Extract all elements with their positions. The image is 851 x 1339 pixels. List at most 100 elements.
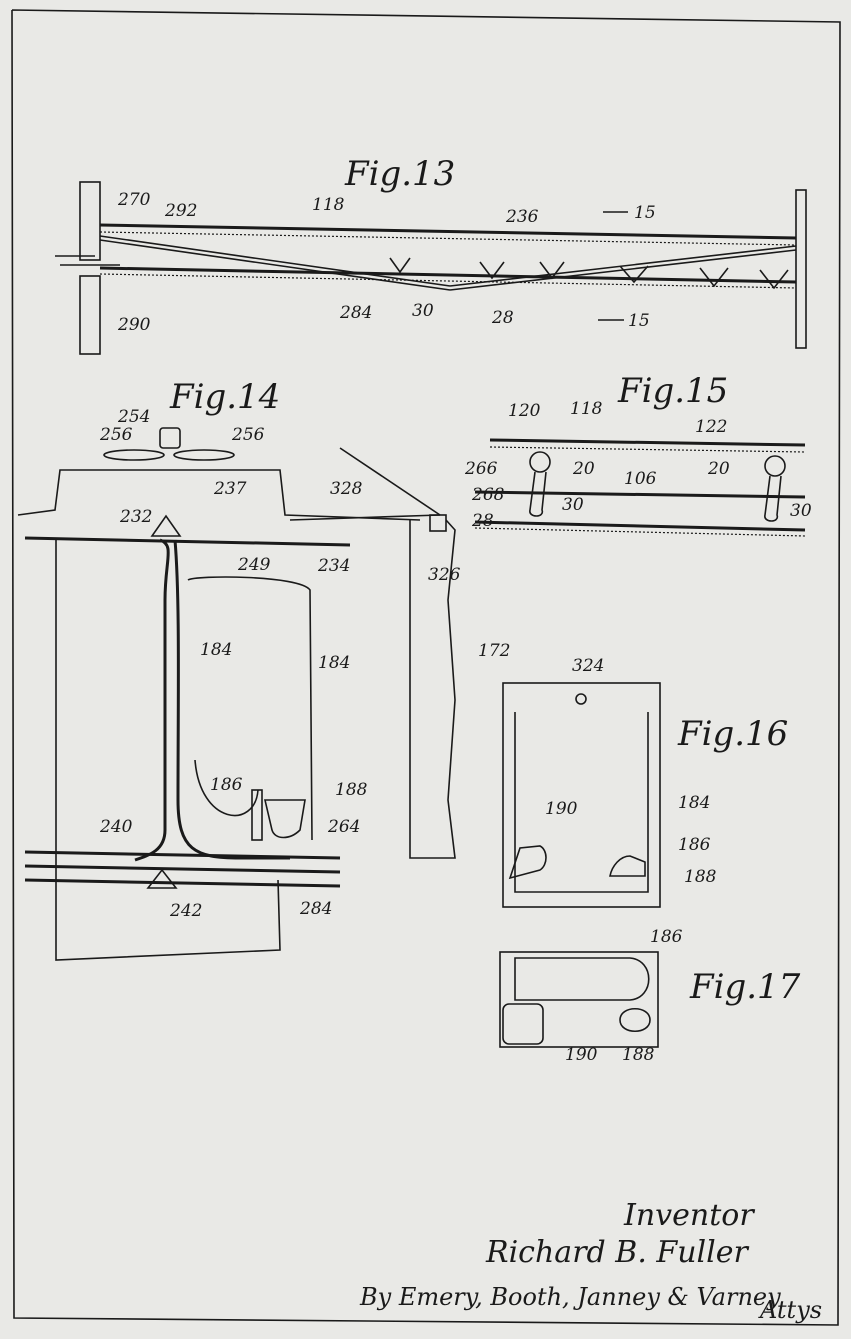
basin-190 [508, 845, 547, 880]
outlet-232 [150, 514, 182, 537]
fig13-label: 236 [505, 207, 539, 227]
fig14-strut [339, 447, 441, 516]
fig14-label: 188 [335, 780, 368, 800]
fig13-label: 292 [164, 201, 197, 221]
fig15-label: 266 [464, 459, 498, 479]
hinge-right [764, 455, 786, 477]
fig13-bottom-panel [99, 266, 797, 284]
fig17-title: Fig.17 [689, 967, 801, 1007]
fig17-label: 186 [650, 927, 683, 947]
fig14-label: 186 [210, 775, 243, 795]
fig13-label: 284 [339, 303, 372, 323]
tub-curve [194, 759, 259, 817]
fig15-top-panel [489, 438, 806, 447]
fig14-label: 172 [478, 641, 510, 661]
fig15-mid-panel [474, 490, 806, 499]
wall-184 [187, 576, 313, 841]
fig15-label: 20 [572, 459, 595, 479]
fig14-title: Fig.14 [169, 377, 280, 417]
fig14-drawing: Fig.14 254 256 256 237 232 249 234 328 3… [17, 377, 510, 961]
fig15-label: 118 [570, 399, 603, 419]
fig14-label: 237 [213, 479, 247, 499]
inventor-heading: Inventor [623, 1198, 755, 1233]
fig16-label: 184 [678, 793, 710, 813]
fig14-label: 234 [317, 556, 350, 576]
fig17-panel [499, 951, 659, 1048]
fig16-label: 190 [545, 799, 578, 819]
fig17-label: 188 [622, 1045, 655, 1065]
fig15-label: 122 [695, 417, 727, 437]
fig15-label: 268 [471, 485, 505, 505]
fig13-right-wall [795, 189, 807, 349]
inventor-block: Inventor Richard B. Fuller By Emery, Boo… [359, 1198, 822, 1324]
fig16-label: 188 [684, 867, 717, 887]
fig13-left-wall-upper [79, 181, 101, 261]
bracket-326 [429, 514, 447, 532]
sheet-border [11, 9, 841, 1326]
fig13-label: 30 [412, 301, 434, 321]
fig13-label: 15 [634, 203, 656, 223]
fig13-title: Fig.13 [344, 154, 455, 194]
fig14-label: 256 [231, 425, 265, 445]
fig15-drawing: Fig.15 120 118 122 266 20 106 20 268 30 … [464, 371, 812, 537]
floor-plate-lower [24, 878, 341, 888]
fig13-label: 28 [491, 308, 514, 328]
hinge-left [529, 451, 551, 473]
hole-324 [575, 693, 587, 705]
fig13-label: 15 [628, 311, 650, 331]
inventor-name: Richard B. Fuller [485, 1235, 749, 1270]
fig14-label: 326 [428, 565, 461, 585]
fig15-label: 106 [624, 469, 657, 489]
fig14-label: 240 [99, 817, 133, 837]
fig14-label: 264 [327, 817, 360, 837]
fig13-top-panel [99, 223, 797, 240]
fig16-drawing: Fig.16 324 184 190 186 188 [502, 656, 788, 908]
fan-motor [159, 427, 181, 449]
fig14-label: 328 [330, 479, 363, 499]
fig16-panel [502, 682, 661, 908]
tub-186 [514, 957, 650, 1001]
fig15-title: Fig.15 [617, 371, 728, 411]
fig16-label: 186 [678, 835, 711, 855]
fig15-label: 28 [471, 511, 494, 531]
fig15-label: 120 [508, 401, 541, 421]
fig13-drawing: Fig.13 270 292 118 236 15 290 284 30 28 … [55, 154, 807, 355]
basin-188 [263, 799, 306, 839]
fig17-label: 190 [565, 1045, 598, 1065]
fig14-label: 284 [299, 899, 332, 919]
fig16-title: Fig.16 [677, 714, 788, 754]
basin-188-side [609, 855, 646, 877]
fan-blade-left [103, 449, 165, 461]
attorney-signature: By Emery, Booth, Janney & Varney [359, 1283, 781, 1311]
ceiling-plate [24, 536, 351, 547]
fig14-label: 184 [200, 640, 232, 660]
fig14-label: 232 [119, 507, 152, 527]
fig14-outer-box [55, 540, 281, 961]
roof-line [17, 469, 421, 521]
fig15-label: 30 [562, 495, 584, 515]
fig15-label: 30 [790, 501, 812, 521]
fig13-label: 118 [312, 195, 345, 215]
fig15-bottom-panel [474, 520, 806, 532]
wall-172 [409, 519, 456, 859]
floor-plate-upper [24, 850, 341, 860]
fig17-drawing: Fig.17 186 190 188 [499, 927, 801, 1065]
fig14-label: 249 [237, 555, 271, 575]
fig13-left-wall-lower [79, 275, 101, 355]
fig13-label: 270 [117, 190, 151, 210]
fig14-label: 184 [318, 653, 350, 673]
fig14-label: 256 [99, 425, 133, 445]
basin-188-plan [619, 1007, 651, 1033]
fig15-label: 20 [707, 459, 730, 479]
fan-blade-right [173, 449, 235, 461]
fig13-label: 290 [117, 315, 151, 335]
left-duct [134, 538, 170, 862]
fig14-label: 242 [169, 901, 202, 921]
outlet-242 [146, 868, 178, 889]
basin-190-plan [502, 1003, 544, 1045]
fig14-label: 254 [117, 407, 150, 427]
attorney-suffix: Attys [758, 1296, 822, 1324]
fig16-label: 324 [572, 656, 604, 676]
